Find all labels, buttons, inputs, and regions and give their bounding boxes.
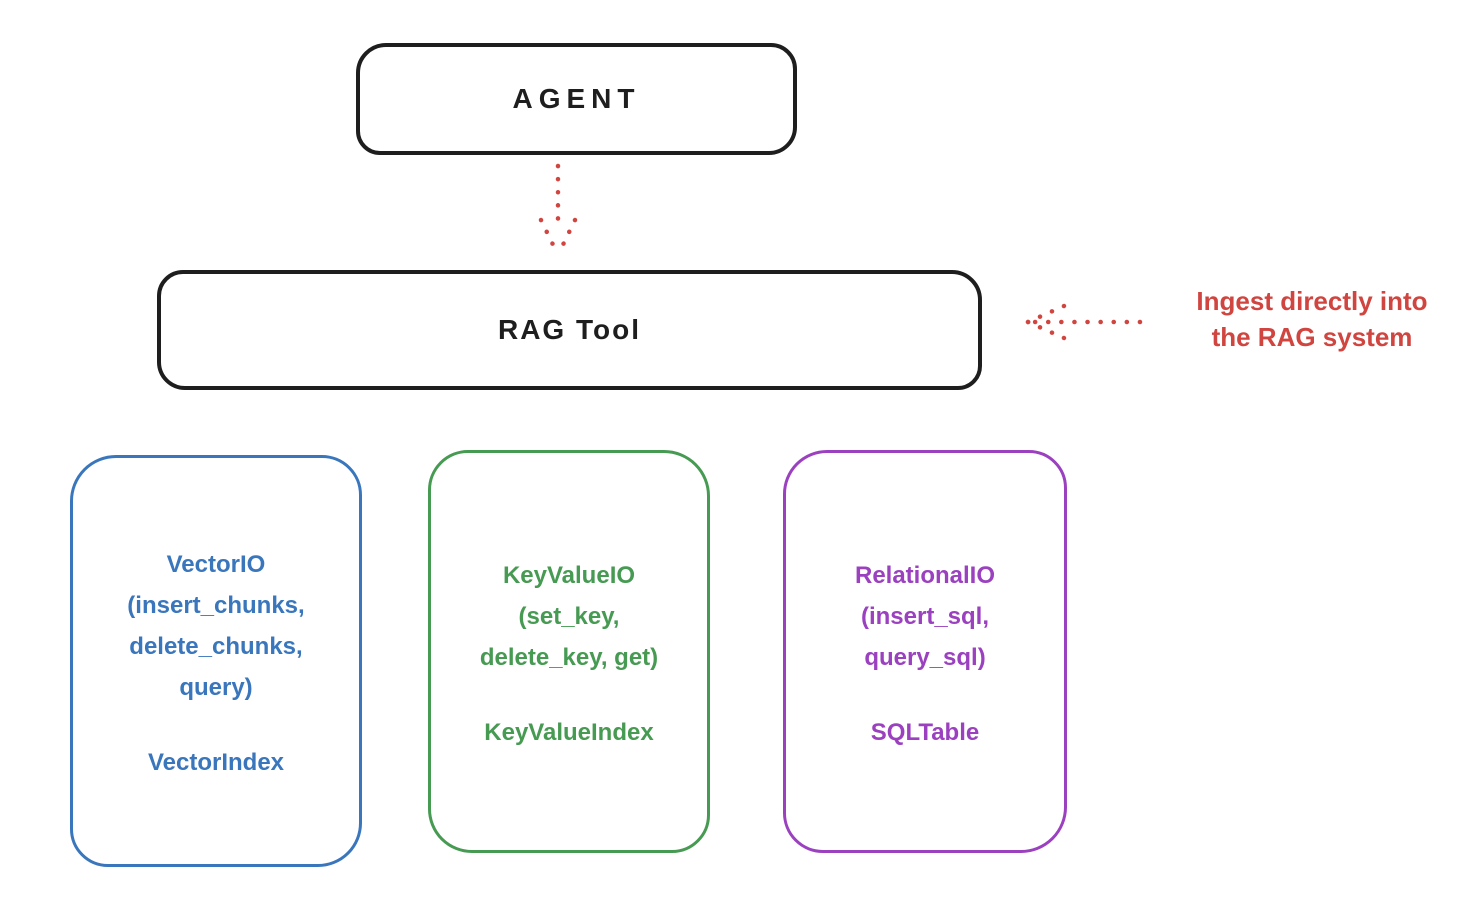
relational-io-footer: SQLTable xyxy=(870,718,980,746)
agent-to-ragtool-arrow-icon xyxy=(538,163,578,258)
keyvalue-io-box: KeyValueIO (set_key, delete_key, get) Ke… xyxy=(428,450,710,853)
ingest-arrow-icon xyxy=(1025,303,1143,341)
keyvalue-io-footer: KeyValueIndex xyxy=(484,718,654,746)
ingest-annotation: Ingest directly into the RAG system xyxy=(1196,286,1428,353)
relational-io-box: RelationalIO (insert_sql, query_sql) SQL… xyxy=(783,450,1067,853)
rag-tool-box: RAG Tool xyxy=(157,270,982,390)
rag-tool-label: RAG Tool xyxy=(497,314,641,345)
vector-io-footer: VectorIndex xyxy=(147,748,285,776)
vector-io-box: VectorIO (insert_chunks, delete_chunks, … xyxy=(70,455,362,867)
relational-io-body: RelationalIO (insert_sql, query_sql) xyxy=(854,562,996,671)
vector-io-body: VectorIO (insert_chunks, delete_chunks, … xyxy=(127,551,305,701)
keyvalue-io-body: KeyValueIO (set_key, delete_key, get) xyxy=(479,562,659,671)
agent-label: AGENT xyxy=(512,83,641,114)
agent-box: AGENT xyxy=(356,43,797,155)
